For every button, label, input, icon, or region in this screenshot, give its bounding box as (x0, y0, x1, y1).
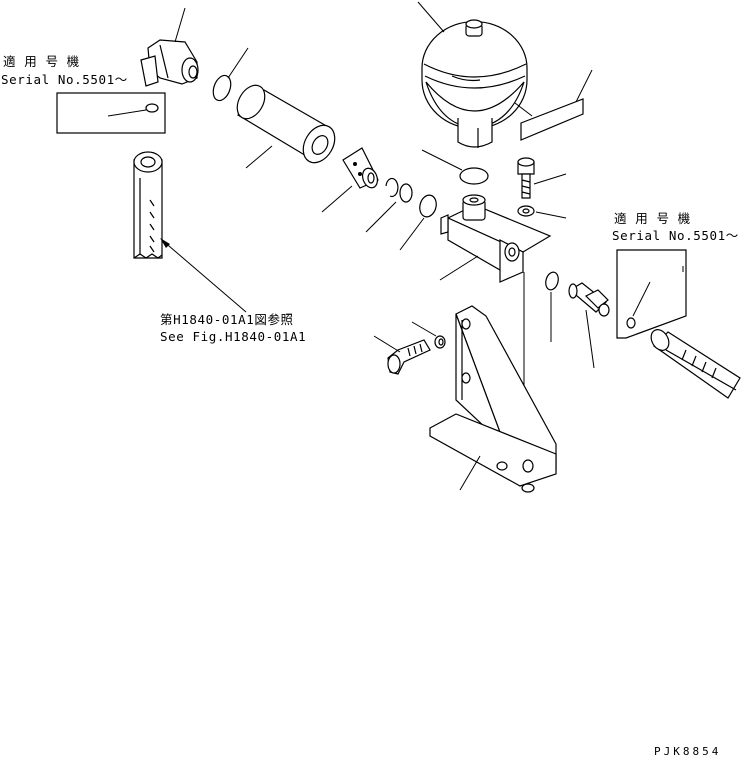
cylinder-tube (232, 80, 342, 168)
bracket (430, 306, 556, 492)
accumulator-sphere (418, 2, 527, 148)
serial-right-en: Serial No.5501～ (612, 228, 739, 243)
elbow-fitting (141, 8, 198, 86)
valve-block (440, 195, 550, 468)
label-plate (514, 69, 593, 141)
leader-o-ring-1 (227, 47, 249, 79)
bolt-upper (518, 158, 566, 198)
connector (322, 148, 380, 212)
reference-en: See Fig.H1840-01A1 (160, 329, 307, 344)
drawing-id: PJK8854 (654, 745, 722, 758)
serial-right-ja: 適 用 号 機 (614, 211, 691, 226)
serial-left-ja: 適 用 号 機 (3, 54, 80, 69)
serial-left-en: Serial No.5501～ (1, 72, 128, 87)
gasket (459, 167, 489, 185)
washer-upper (517, 205, 567, 219)
o-ring-right (545, 271, 559, 291)
hose-left (134, 152, 162, 258)
o-ring-group (365, 177, 437, 251)
o-ring-1 (212, 74, 232, 102)
adapter-right (569, 283, 609, 368)
serial-box-right (616, 249, 687, 339)
serial-box-left (56, 92, 166, 134)
hose-right (648, 326, 740, 398)
leader-reference (161, 239, 247, 313)
bolt-lower (374, 322, 445, 374)
arrow-head (160, 238, 170, 248)
reference-ja: 第H1840-01A1図参照 (160, 312, 294, 327)
